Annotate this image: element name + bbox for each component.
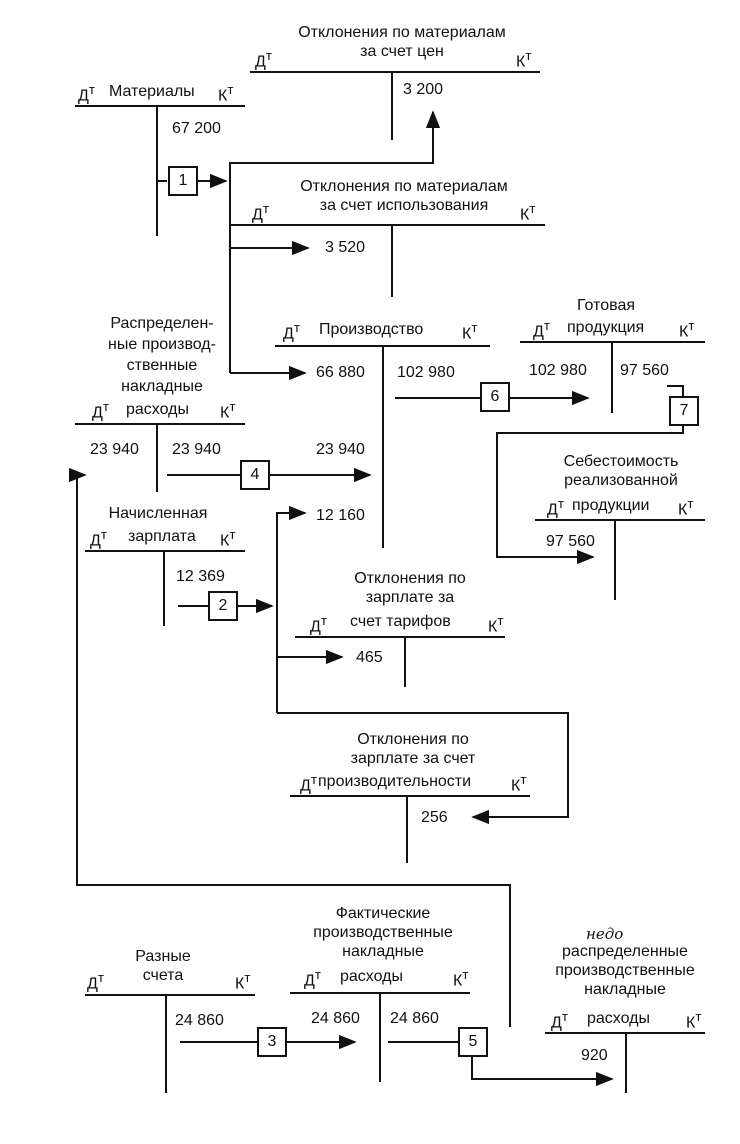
materials-account-name: Материалы	[109, 83, 195, 100]
underdist-oh-name: распределенные производственные накладны…	[555, 943, 695, 998]
distributed-oh-credit-label: Кт	[220, 399, 236, 422]
wages-credit-amount: 12 369	[176, 568, 225, 585]
actual-oh-debit-amount: 24 860	[311, 1010, 360, 1027]
production-account-name: Производство	[319, 321, 424, 338]
cogs-name-last: продукции	[572, 497, 650, 514]
various-name: Разные счета	[135, 948, 191, 984]
cogs-credit-label: Кт	[678, 496, 694, 519]
wages-credit-label: Кт	[220, 527, 236, 550]
actual-oh-name: Фактические производственные накладные	[313, 905, 453, 960]
dev-wage-prod-debit-label: Дт	[300, 772, 317, 795]
dev-wage-prod-debit-amount: 256	[421, 809, 448, 826]
production-debit-label: Дт	[283, 320, 300, 343]
dev-wage-rate-debit-amount: 465	[356, 649, 383, 666]
dev-mat-price-debit-label: Дт	[255, 48, 272, 71]
cogs-debit-amount: 97 560	[546, 533, 595, 550]
finished-credit-label: Кт	[679, 318, 695, 341]
actual-oh-credit-amount: 24 860	[390, 1010, 439, 1027]
various-credit-amount: 24 860	[175, 1012, 224, 1029]
underdist-oh-credit-label: Кт	[686, 1009, 702, 1032]
distributed-oh-name: Распределен- ные производ- ственные накл…	[108, 315, 216, 395]
production-debit-amount-1: 66 880	[316, 364, 365, 381]
dev-mat-price-credit-amount: 3 200	[403, 81, 444, 98]
distributed-oh-debit-label: Дт	[92, 399, 109, 422]
finished-name-line1: Готовая	[576, 297, 636, 314]
finished-debit-amount: 102 980	[529, 362, 587, 379]
wages-debit-label: Дт	[90, 527, 107, 550]
dev-wage-rate-credit-label: Кт	[488, 613, 504, 636]
step-4-box: 4	[240, 460, 270, 490]
dev-mat-price-credit-label: Кт	[516, 48, 532, 71]
actual-oh-name-last: расходы	[340, 968, 403, 985]
dev-wage-prod-name: Отклонения по зарплате за счет	[350, 731, 476, 767]
dev-mat-price-name: Отклонения по материалам за счет цен	[298, 24, 506, 60]
various-debit-label: Дт	[87, 970, 104, 993]
production-credit-label: Кт	[462, 320, 478, 343]
finished-debit-label: Дт	[533, 318, 550, 341]
cogs-name: Себестоимость реализованной	[563, 453, 679, 489]
materials-credit-amount: 67 200	[172, 120, 221, 137]
dev-mat-use-name: Отклонения по материалам за счет использ…	[300, 178, 508, 214]
finished-name-line2: продукция	[567, 319, 645, 336]
dev-wage-rate-debit-label: Дт	[310, 613, 327, 636]
materials-debit-label: Дт	[78, 82, 95, 105]
underdist-oh-debit-amount: 920	[581, 1047, 608, 1064]
wages-name: Начисленная	[108, 505, 208, 522]
production-credit-amount: 102 980	[397, 364, 455, 381]
cogs-debit-label: Дт	[547, 496, 564, 519]
step-7-box: 7	[669, 396, 699, 426]
step-1-box: 1	[168, 166, 198, 196]
dev-wage-prod-credit-label: Кт	[511, 772, 527, 795]
various-credit-label: Кт	[235, 970, 251, 993]
dev-wage-rate-name-last: счет тарифов	[350, 613, 451, 630]
underdist-oh-debit-label: Дт	[551, 1009, 568, 1032]
materials-credit-label: Кт	[218, 82, 234, 105]
distributed-oh-debit-amount: 23 940	[90, 441, 139, 458]
dev-wage-rate-name: Отклонения по зарплате за	[354, 570, 466, 606]
production-debit-amount-2: 23 940	[316, 441, 365, 458]
step-5-box: 5	[458, 1027, 488, 1057]
distributed-oh-name-last: расходы	[126, 401, 189, 418]
actual-oh-credit-label: Кт	[453, 967, 469, 990]
finished-credit-amount: 97 560	[620, 362, 669, 379]
step-2-box: 2	[208, 591, 238, 621]
dev-mat-use-debit-label: Дт	[252, 201, 269, 224]
production-debit-amount-3: 12 160	[316, 507, 365, 524]
distributed-oh-credit-amount: 23 940	[172, 441, 221, 458]
dev-wage-prod-name-last: производительности	[318, 773, 472, 790]
dev-mat-use-credit-label: Кт	[520, 201, 536, 224]
underdist-oh-name-last: расходы	[587, 1010, 650, 1027]
step-6-box: 6	[480, 382, 510, 412]
actual-oh-debit-label: Дт	[304, 967, 321, 990]
underdist-oh-note: недо	[586, 925, 624, 943]
dev-mat-use-debit-amount: 3 520	[325, 239, 366, 256]
wages-name-last: зарплата	[128, 528, 196, 545]
step-3-box: 3	[257, 1027, 287, 1057]
